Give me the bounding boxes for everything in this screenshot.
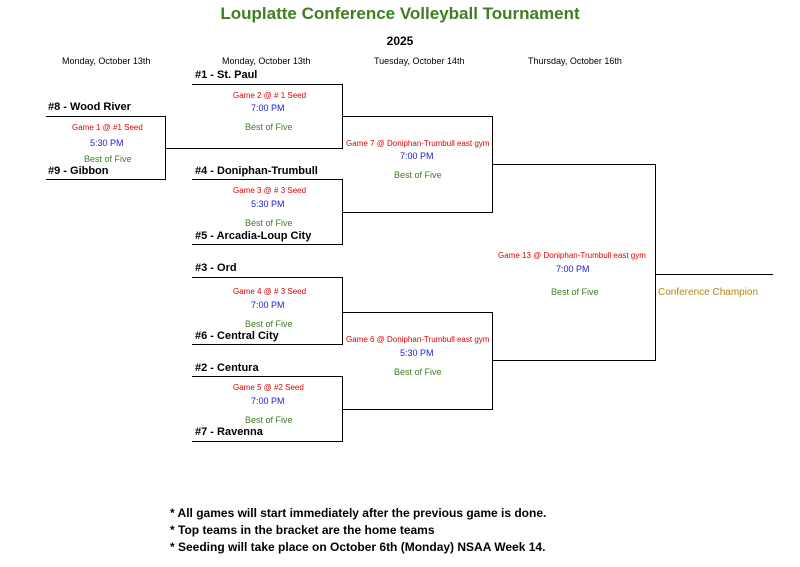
line-game3-join (342, 179, 343, 244)
game13-format: Best of Five (551, 287, 599, 297)
game3-format: Best of Five (245, 218, 293, 228)
team-ord: #3 - Ord (195, 262, 237, 274)
line-team3 (192, 277, 343, 278)
year-label: 2025 (386, 34, 414, 48)
line-team6 (192, 344, 343, 345)
note-seeding: * Seeding will take place on October 6th… (170, 540, 546, 554)
game5-time: 7:00 PM (251, 396, 285, 406)
line-game7-winner (492, 164, 656, 165)
team-gibbon: #9 - Gibbon (48, 165, 109, 177)
line-game1-out (165, 148, 195, 149)
page-title: Louplatte Conference Volleyball Tourname… (220, 4, 580, 23)
line-game5-join (342, 376, 343, 441)
game4-time: 7:00 PM (251, 300, 285, 310)
game13-label: Game 13 @ Doniphan-Trumbull east gym (498, 251, 646, 260)
team-central-city: #6 - Central City (195, 330, 279, 342)
line-team7 (192, 441, 343, 442)
line-team1 (192, 84, 343, 85)
team-arcadia-loup-city: #5 - Arcadia-Loup City (195, 230, 312, 242)
day-header-col2: Monday, October 13th (222, 56, 311, 66)
game5-label: Game 5 @ #2 Seed (233, 383, 304, 392)
champion-label: Conference Champion (658, 287, 759, 298)
game6-label: Game 6 @ Doniphan-Trumbull east gym (346, 335, 490, 344)
game5-format: Best of Five (245, 415, 293, 425)
game13-time: 7:00 PM (556, 264, 590, 274)
game1-format: Best of Five (84, 154, 132, 164)
team-wood-river: #8 - Wood River (48, 101, 131, 113)
line-champion (655, 274, 773, 275)
note-home-teams: * Top teams in the bracket are the home … (170, 523, 435, 537)
line-game4-join (342, 277, 343, 344)
team-centura: #2 - Centura (195, 362, 259, 374)
game1-label: Game 1 @ #1 Seed (72, 123, 143, 132)
line-team9 (46, 179, 166, 180)
game6-time: 5:30 PM (400, 348, 434, 358)
game2-time: 7:00 PM (251, 103, 285, 113)
game4-format: Best of Five (245, 319, 293, 329)
line-game5-winner (342, 409, 493, 410)
line-game4-winner (342, 312, 493, 313)
game7-time: 7:00 PM (400, 151, 434, 161)
note-start-times: * All games will start immediately after… (170, 506, 547, 520)
team-ravenna: #7 - Ravenna (195, 426, 263, 438)
line-game1-join (165, 116, 166, 179)
line-game3-winner (342, 212, 493, 213)
game3-label: Game 3 @ # 3 Seed (233, 186, 307, 195)
line-team8 (46, 116, 166, 117)
game7-label: Game 7 @ Doniphan-Trumbull east gym (346, 139, 490, 148)
day-header-col4: Thursday, October 16th (528, 56, 622, 66)
game2-format: Best of Five (245, 122, 293, 132)
day-header-col1: Monday, October 13th (62, 56, 151, 66)
line-game1-winner (192, 148, 343, 149)
game3-time: 5:30 PM (251, 199, 285, 209)
line-game13-join (655, 164, 656, 360)
game7-format: Best of Five (394, 170, 442, 180)
team-doniphan-trumbull: #4 - Doniphan-Trumbull (195, 165, 318, 177)
game6-format: Best of Five (394, 367, 442, 377)
line-game2-winner (342, 116, 493, 117)
line-team4 (192, 179, 343, 180)
game2-label: Game 2 @ # 1 Seed (233, 91, 307, 100)
team-st-paul: #1 - St. Paul (195, 69, 258, 81)
line-team5 (192, 244, 343, 245)
line-game6-winner (492, 360, 656, 361)
game1-time: 5:30 PM (90, 138, 124, 148)
game4-label: Game 4 @ # 3 Seed (233, 287, 307, 296)
line-team2 (192, 376, 343, 377)
day-header-col3: Tuesday, October 14th (374, 56, 465, 66)
